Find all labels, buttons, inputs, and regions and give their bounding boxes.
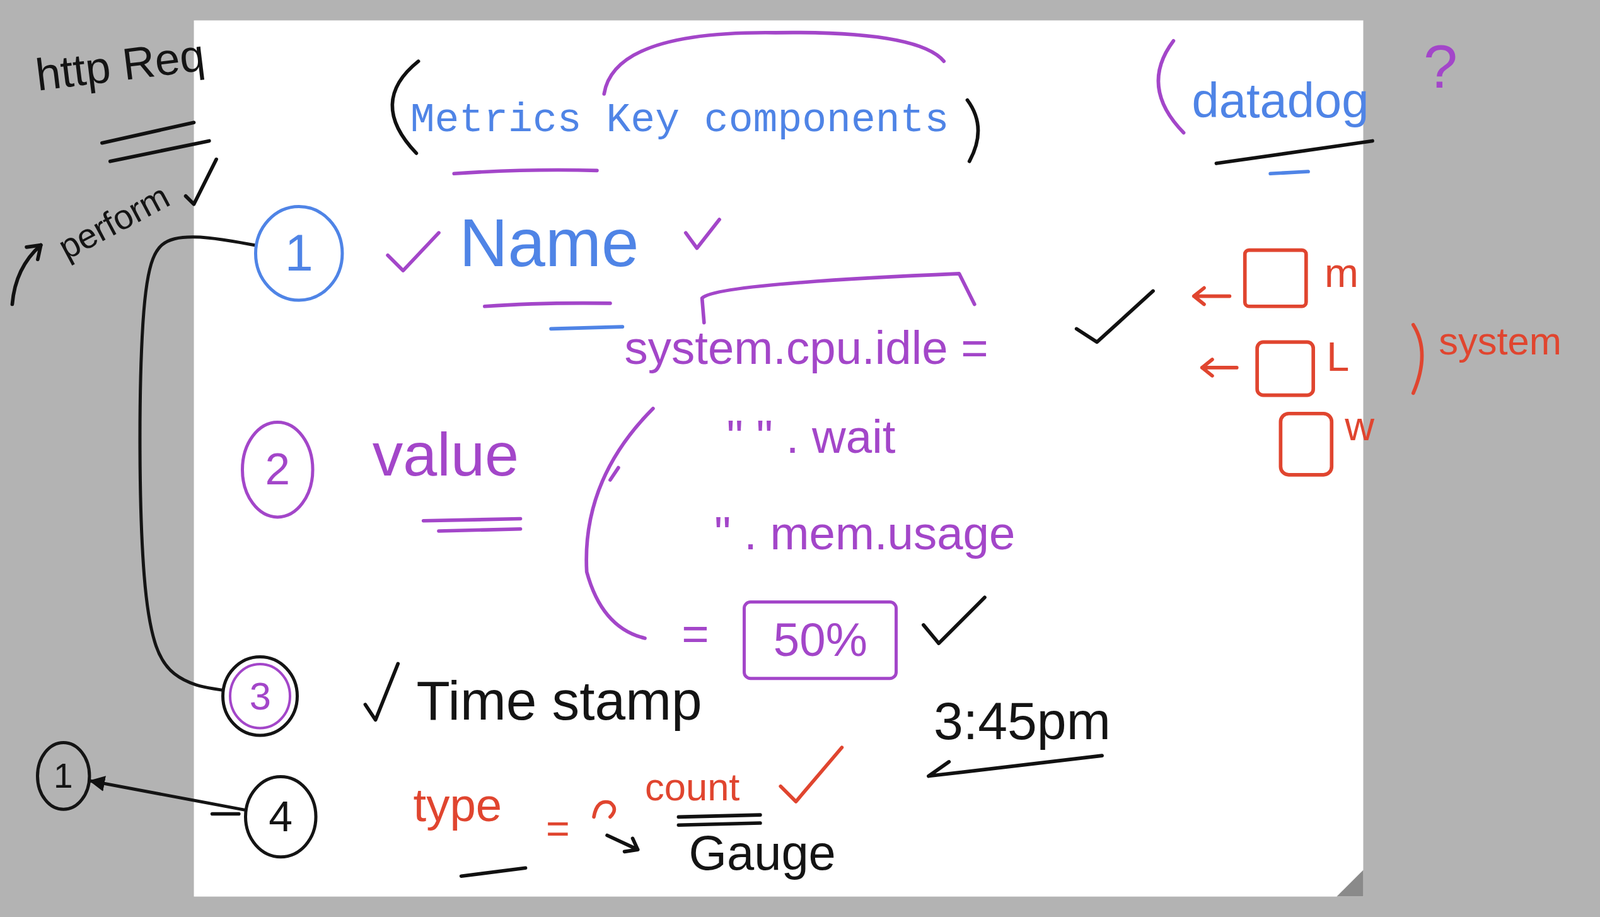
arc-bracket xyxy=(603,32,944,94)
underline xyxy=(1216,140,1373,164)
check-mark xyxy=(1076,290,1154,342)
arrow xyxy=(593,801,615,817)
group-label: system xyxy=(1438,321,1562,361)
bracket xyxy=(586,408,654,638)
component-name: value xyxy=(372,423,519,485)
arrow xyxy=(11,245,41,305)
step-circle: 2 xyxy=(240,420,315,519)
component-name: Time stamp xyxy=(416,673,702,729)
checkbox-letter: L xyxy=(1326,336,1350,378)
underline xyxy=(550,326,623,329)
stub-line xyxy=(212,811,239,816)
equals-sign: = xyxy=(681,610,709,657)
tool-name: datadog xyxy=(1192,76,1370,126)
underline xyxy=(484,303,611,307)
bracket xyxy=(702,273,975,323)
circle-outline xyxy=(255,206,343,301)
node-label: 1 xyxy=(284,225,314,282)
step-circle: 1 xyxy=(254,204,344,302)
underline xyxy=(110,140,210,161)
checkbox xyxy=(1245,250,1307,307)
arrow-head xyxy=(26,245,41,260)
check-mark xyxy=(923,597,985,644)
page-corner xyxy=(1336,869,1363,897)
checkbox xyxy=(1280,413,1332,475)
fraction-line xyxy=(678,814,760,825)
node-label: 1 xyxy=(53,756,74,795)
side-note: http Req xyxy=(32,32,207,98)
circle-outline xyxy=(37,742,89,809)
arrow xyxy=(1202,359,1237,376)
box-outline xyxy=(744,601,897,678)
step-circle: 1 xyxy=(35,740,91,811)
check-mark xyxy=(387,232,439,271)
component-name: type xyxy=(413,781,503,829)
connector xyxy=(90,780,245,810)
check-mark xyxy=(365,663,398,720)
node-label: 2 xyxy=(264,444,290,494)
metric-type: Gauge xyxy=(689,828,836,878)
circle-outline xyxy=(242,421,313,517)
node-label: 4 xyxy=(268,792,293,840)
check-mark xyxy=(780,747,842,802)
checkbox xyxy=(1257,341,1314,395)
parenthesis xyxy=(967,100,978,162)
check-mark xyxy=(185,159,217,205)
underline xyxy=(928,755,1102,776)
equals-sign: = xyxy=(545,808,570,850)
tick xyxy=(610,467,619,480)
title: Metrics Key components xyxy=(410,100,950,142)
metric-name: " . mem.usage xyxy=(714,510,1015,557)
underline xyxy=(1270,171,1309,174)
question-mark: ? xyxy=(1423,35,1458,98)
whiteboard xyxy=(194,20,1364,896)
underline xyxy=(461,867,526,876)
underline xyxy=(453,169,598,174)
underline xyxy=(102,122,195,143)
parenthesis xyxy=(1158,40,1184,134)
connector xyxy=(139,237,255,690)
step-circle: 4 xyxy=(243,774,318,858)
circle-outline xyxy=(245,776,316,857)
arrow xyxy=(607,834,638,852)
value-box: 50% xyxy=(742,600,898,680)
checkbox-letter: m xyxy=(1324,252,1359,294)
check-mark xyxy=(685,219,720,248)
underline xyxy=(423,518,521,531)
node-label: 50% xyxy=(773,614,868,666)
metric-type: count xyxy=(644,767,740,807)
arrow xyxy=(1194,288,1230,305)
component-name: Name xyxy=(458,209,639,277)
circle-outline xyxy=(230,663,290,728)
brace xyxy=(1413,324,1423,393)
circle-outline xyxy=(223,656,298,736)
step-circle: 3 xyxy=(221,655,299,737)
node-label: 3 xyxy=(249,674,272,718)
metric-name: " " . wait xyxy=(726,413,896,461)
checkbox-letter: w xyxy=(1344,405,1375,447)
example-value: 3:45pm xyxy=(933,694,1111,748)
metric-name: system.cpu.idle = xyxy=(624,324,989,372)
